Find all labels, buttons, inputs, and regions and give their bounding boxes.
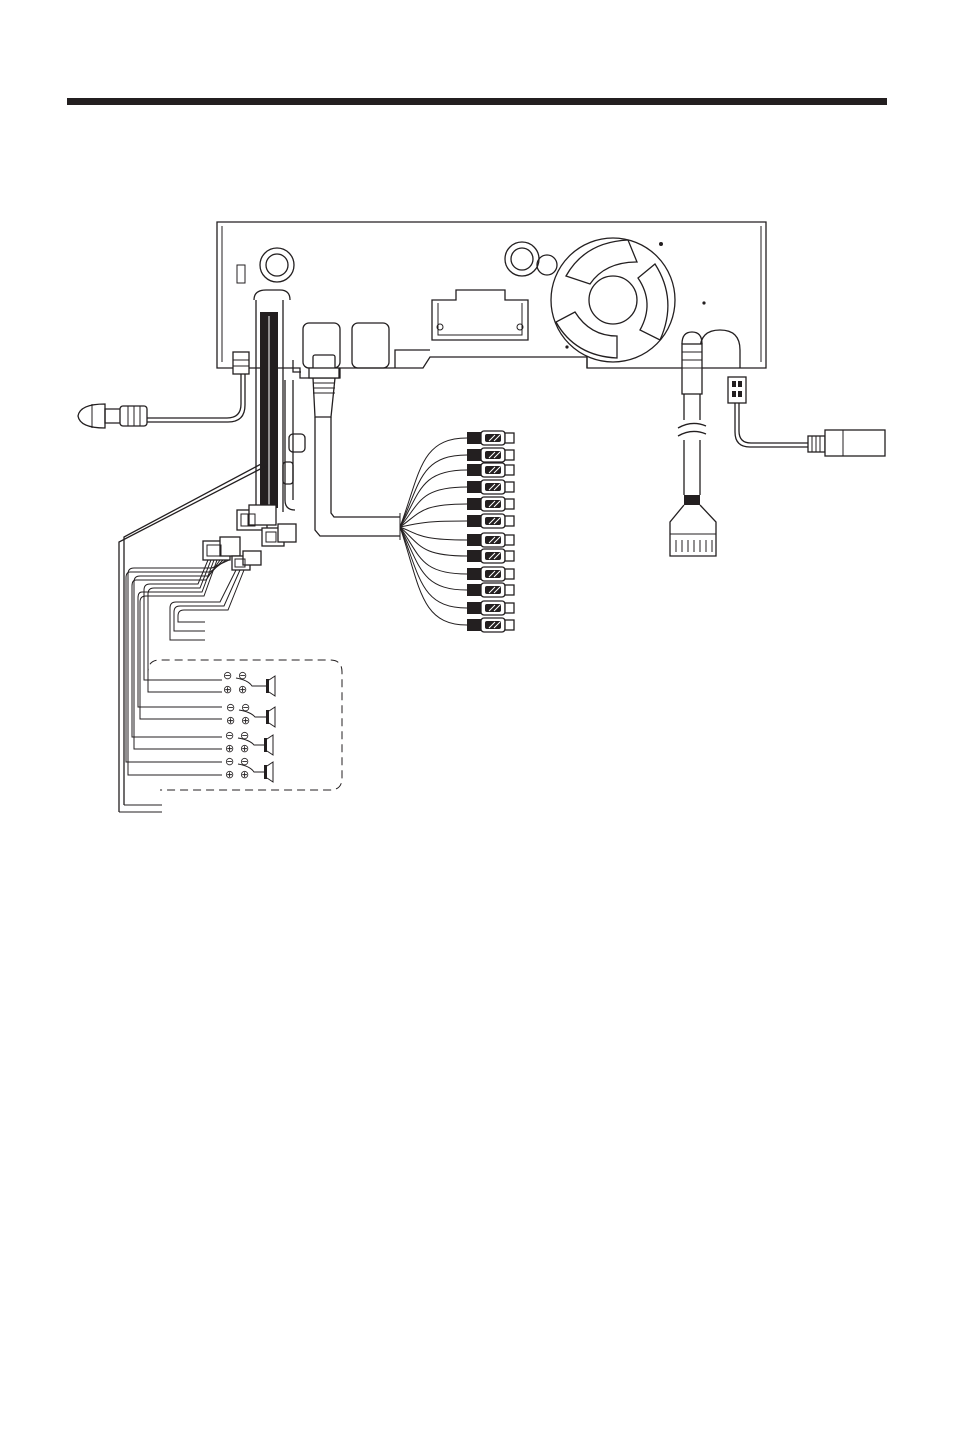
rca-wire (400, 521, 467, 527)
speaker-3: ⊖ ⊖ ⊕ ⊕ (225, 729, 273, 755)
rca-plug (467, 618, 514, 632)
rca-plug (467, 463, 514, 477)
speaker-1-minus: ⊖ (223, 669, 232, 682)
rca-plug (467, 480, 514, 494)
speaker-2-plus: ⊕ (226, 714, 235, 727)
speaker-3-plus: ⊕ (225, 742, 234, 755)
speaker-4-plus-b: ⊕ (240, 768, 249, 781)
rca-output-cable (309, 355, 514, 632)
wire-harness-connectors (126, 505, 296, 775)
speaker-3-minus-b: ⊖ (240, 729, 249, 742)
speaker-3-plus-b: ⊕ (240, 742, 249, 755)
rca-wire (400, 527, 467, 608)
rca-plug (467, 497, 514, 511)
rca-plug (467, 431, 514, 445)
speaker-4-plus: ⊕ (225, 768, 234, 781)
rca-plug (467, 533, 514, 547)
rca-plug (467, 514, 514, 528)
speaker-1: ⊖ ⊖ ⊕ ⊕ (223, 669, 275, 696)
multi-pin-interface-cable (670, 332, 716, 556)
rca-fan-wires (400, 438, 467, 625)
speaker-2-plus-b: ⊕ (241, 714, 250, 727)
rca-wire (400, 527, 467, 574)
rca-wire (400, 527, 467, 540)
rca-plug (467, 601, 514, 615)
cooling-fan (551, 238, 675, 362)
speaker-2-minus-b: ⊖ (241, 701, 250, 714)
speaker-1-plus: ⊕ (223, 683, 232, 696)
speaker-1-plus-b: ⊕ (238, 683, 247, 696)
speaker-4-minus: ⊖ (225, 755, 234, 768)
gps-antenna (78, 352, 249, 428)
rca-plug (467, 448, 514, 462)
rca-plug (467, 567, 514, 581)
speaker-4: ⊖ ⊖ ⊕ ⊕ (225, 755, 273, 782)
speaker-2: ⊖ ⊖ ⊕ ⊕ (226, 701, 275, 727)
aux-cable (728, 377, 885, 456)
rca-plug (467, 549, 514, 563)
speaker-3-minus: ⊖ (225, 729, 234, 742)
rca-wire (400, 455, 467, 527)
rca-plugs (467, 431, 514, 632)
rca-plug (467, 583, 514, 597)
speaker-2-minus: ⊖ (226, 701, 235, 714)
